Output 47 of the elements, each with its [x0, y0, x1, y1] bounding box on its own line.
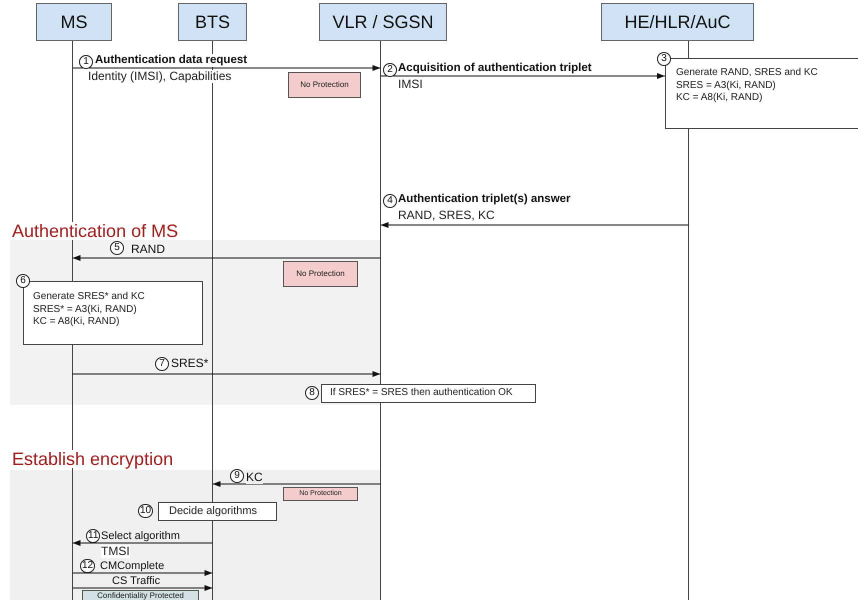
section-heading: Establish encryption: [12, 450, 174, 468]
edge-label: Authentication triplet(s) answer: [398, 193, 571, 206]
step-number: 4: [383, 194, 397, 208]
message-parameters: RAND, SRES, KC: [398, 209, 495, 222]
message-arrow: [212, 481, 381, 487]
process-box: [321, 384, 536, 403]
edge-label: CMComplete: [100, 560, 164, 572]
message-arrow: [72, 570, 213, 576]
process-text: Generate SRES* and KC: [33, 291, 146, 304]
protection-tag: No Protection: [288, 72, 361, 98]
section-heading: Authentication of MS: [12, 222, 178, 240]
edge-label: SRES*: [171, 357, 208, 370]
process-text: Decide algorithms: [169, 504, 258, 518]
message-arrow: [72, 371, 381, 377]
participant-box: VLR / SGSN: [319, 3, 447, 41]
participant-box: MS: [36, 3, 112, 41]
edge-label: Acquisition of authentication triplet: [398, 62, 592, 75]
message-parameters: Identity (IMSI), Capabilities: [88, 70, 232, 84]
message-arrow: [380, 222, 689, 228]
process-text: Generate RAND, SRES and KC: [676, 67, 819, 80]
step-number: 2: [383, 63, 397, 77]
edge-label: KC: [246, 471, 263, 484]
process-text: SRES = A3(Ki, RAND): [676, 80, 777, 92]
protection-tag: Confidentiality Protected: [82, 590, 199, 600]
step-number: 3: [657, 52, 671, 66]
participant-box: BTS: [178, 3, 247, 41]
message-arrow: [72, 65, 381, 71]
process-box: [158, 502, 277, 521]
protection-tag: No Protection: [283, 261, 358, 287]
step-number: 1: [79, 55, 93, 69]
message-parameters: IMSI: [398, 78, 423, 92]
edge-label: CS Traffic: [112, 575, 160, 588]
message-parameters: TMSI: [101, 545, 130, 558]
message-arrow: [380, 73, 666, 79]
message-arrow: [72, 540, 213, 546]
lifeline: [212, 41, 213, 600]
process-box: [665, 58, 858, 129]
message-arrow: [72, 255, 381, 261]
edge-label: Select algorithm: [101, 530, 180, 542]
message-arrow: [72, 585, 213, 591]
process-text: SRES* = A3(Ki, RAND): [33, 304, 138, 316]
lifeline: [380, 41, 381, 600]
edge-label: Authentication data request: [95, 54, 248, 67]
process-text: KC = A8(Ki, RAND): [33, 316, 120, 328]
process-text: KC = A8(Ki, RAND): [676, 92, 764, 104]
process-text: If SRES* = SRES then authentication OK: [330, 387, 514, 400]
participant-box: HE/HLR/AuC: [601, 3, 754, 41]
